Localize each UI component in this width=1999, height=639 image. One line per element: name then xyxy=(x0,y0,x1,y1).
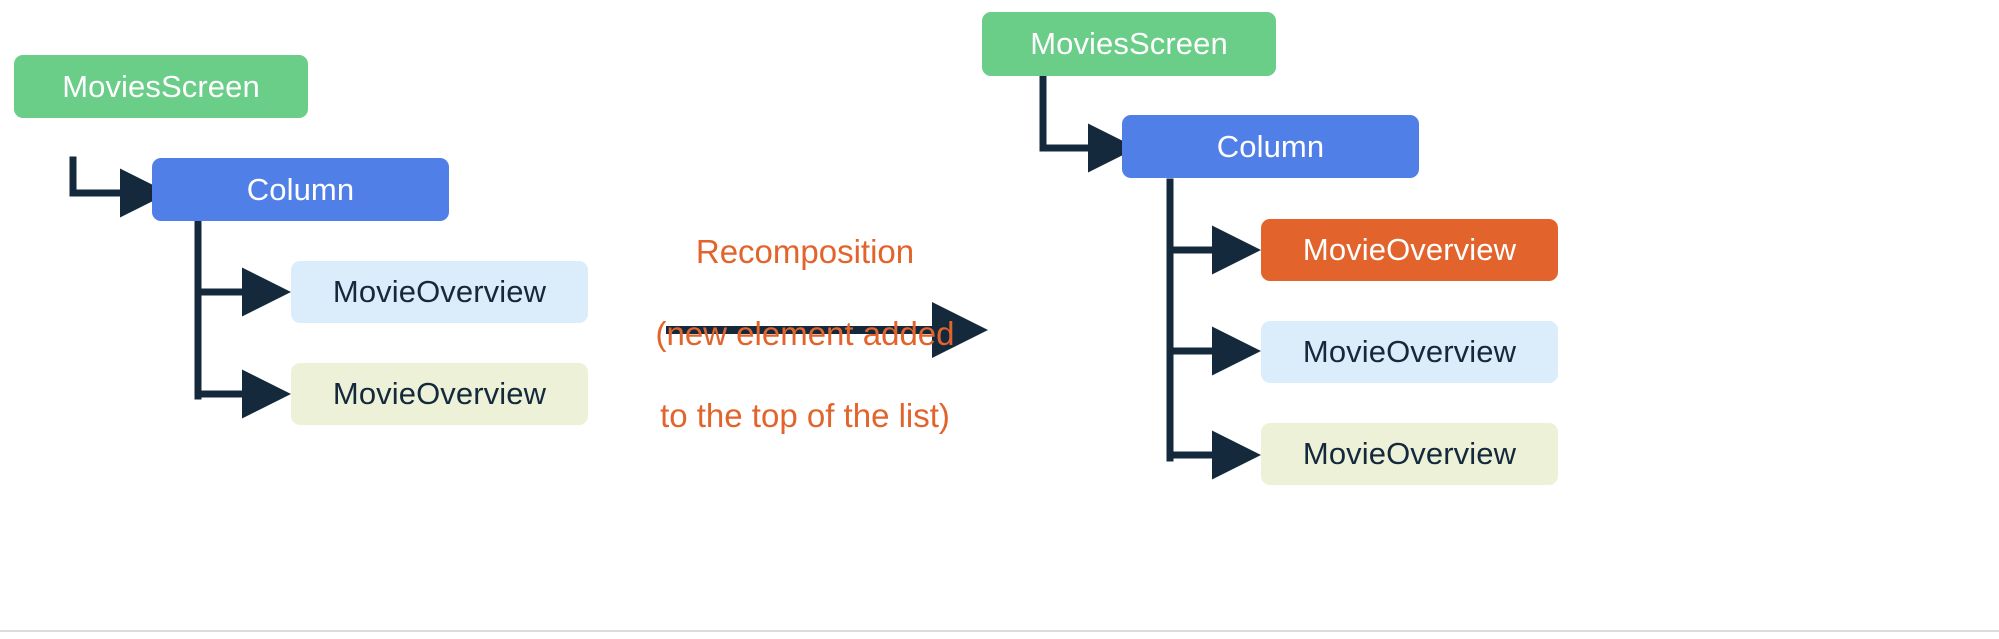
after-node-movies-screen-label: MoviesScreen xyxy=(1030,26,1228,61)
before-node-movies-screen[interactable]: MoviesScreen xyxy=(14,55,308,118)
recomposition-caption-line-2: (new element added xyxy=(655,315,955,352)
before-node-movies-screen-label: MoviesScreen xyxy=(62,68,260,104)
edge-column-to-items-left xyxy=(194,218,291,419)
before-node-movie-overview-1[interactable]: MovieOverview xyxy=(291,261,588,323)
after-node-movie-overview-new[interactable]: MovieOverview xyxy=(1261,219,1558,281)
after-node-column-label: Column xyxy=(1216,128,1325,164)
after-node-movies-screen[interactable]: MoviesScreen xyxy=(982,12,1276,76)
recomposition-caption-line-1: Recomposition xyxy=(695,233,915,270)
recomposition-caption: Recomposition (new element added to the … xyxy=(640,190,970,477)
after-node-movie-overview-2[interactable]: MovieOverview xyxy=(1261,423,1558,485)
bottom-divider xyxy=(0,630,1999,632)
before-node-movie-overview-2[interactable]: MovieOverview xyxy=(291,363,588,425)
edge-screen-to-column-right xyxy=(1039,74,1137,173)
before-node-movie-overview-1-label: MovieOverview xyxy=(332,274,547,309)
after-node-column[interactable]: Column xyxy=(1122,115,1419,178)
after-node-movie-overview-2-label: MovieOverview xyxy=(1302,436,1517,471)
before-node-column[interactable]: Column xyxy=(152,158,449,221)
before-node-column-label: Column xyxy=(246,171,355,207)
edge-column-to-items-right xyxy=(1166,178,1261,480)
after-node-movie-overview-1-label: MovieOverview xyxy=(1302,334,1517,369)
after-node-movie-overview-1[interactable]: MovieOverview xyxy=(1261,321,1558,383)
recomposition-caption-line-3: to the top of the list) xyxy=(660,397,950,434)
after-node-movie-overview-new-label: MovieOverview xyxy=(1302,232,1517,267)
edge-screen-to-column-left xyxy=(69,156,169,218)
before-node-movie-overview-2-label: MovieOverview xyxy=(332,376,547,411)
